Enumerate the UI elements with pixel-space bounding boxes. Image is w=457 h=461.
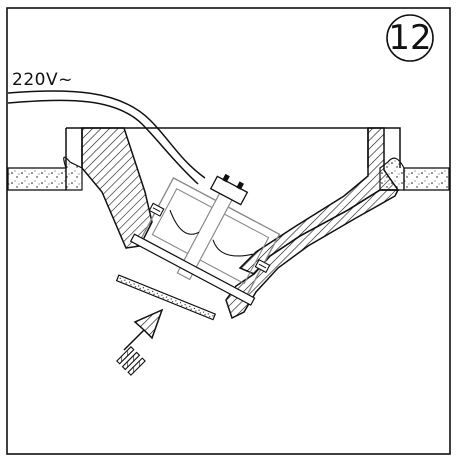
diffuser-plate bbox=[115, 274, 217, 321]
ceiling-left bbox=[7, 156, 83, 191]
housing-wall-left bbox=[81, 127, 153, 249]
insert-arrow-icon bbox=[116, 308, 164, 376]
step-circle bbox=[386, 14, 434, 62]
power-cable bbox=[7, 90, 206, 185]
housing-bottom bbox=[225, 189, 400, 320]
voltage-label: 220V~ bbox=[12, 70, 73, 90]
downlight-fixture bbox=[129, 173, 281, 306]
outer-border bbox=[6, 7, 451, 455]
